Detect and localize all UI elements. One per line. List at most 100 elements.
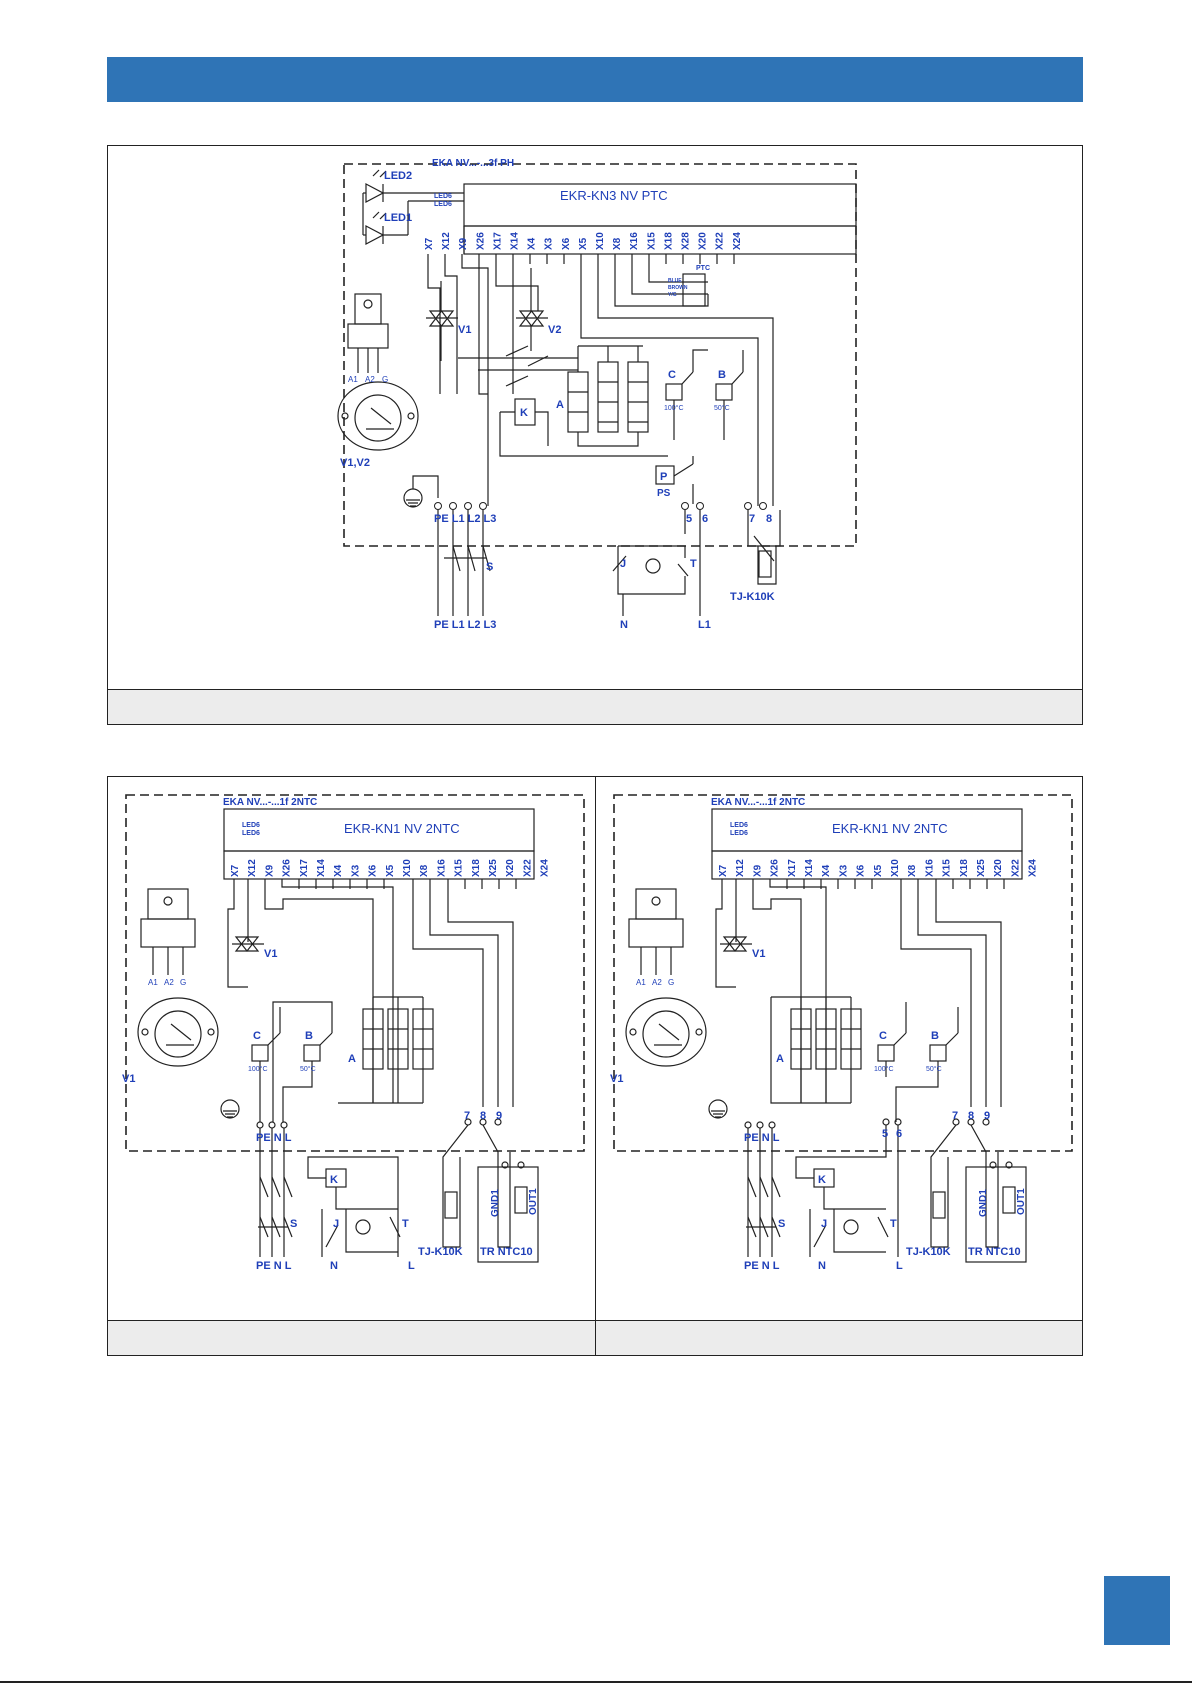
terminal-label: X15 xyxy=(942,859,953,877)
board-label: EKR-KN1 NV 2NTC xyxy=(344,821,460,836)
k-label: K xyxy=(330,1174,338,1186)
led6-label: LED6 xyxy=(242,822,260,829)
caption-bar xyxy=(108,689,1082,724)
terminal-label: X14 xyxy=(510,232,521,250)
terminal-label: X24 xyxy=(540,859,551,877)
c-temp-label: 100°C xyxy=(874,1065,894,1073)
terminal-label: X10 xyxy=(595,232,606,250)
l1-label: L1 xyxy=(698,619,711,631)
v2-label: V2 xyxy=(548,324,561,336)
header-bar xyxy=(107,57,1083,102)
wiring-diagram-3phase: EKA NV...-...3f PH LED2 LED1 LED6 LED6 E… xyxy=(337,158,857,631)
led6-label: LED6 xyxy=(434,201,452,208)
v1v2-label: V1,V2 xyxy=(340,457,370,469)
diagram-panel-3phase: EKA NV...-...3f PH LED2 LED1 LED6 LED6 E… xyxy=(107,145,1083,725)
terminal-label: X8 xyxy=(419,864,430,877)
model-label: EKA NV...-...1f 2NTC xyxy=(223,797,317,808)
terminal-label: X18 xyxy=(471,859,482,877)
terminal-label: X5 xyxy=(873,864,884,877)
terminal-label: X8 xyxy=(907,864,918,877)
wiring-diagram-left: EKA NV...-...1f 2NTC LED6 LED6 EKR-KN1 N… xyxy=(122,794,585,1272)
gnd1-label: GND1 xyxy=(490,1189,501,1217)
brown-label: BROWN xyxy=(668,285,688,291)
sensor-label: TJ-K10K xyxy=(730,591,775,603)
caption-bar xyxy=(596,1320,1082,1355)
terminal-label: X4 xyxy=(333,864,344,877)
terminal-label: X14 xyxy=(316,859,327,877)
switch-j-label: J xyxy=(821,1218,827,1230)
n-label: N xyxy=(330,1260,338,1272)
terminal-label: X24 xyxy=(1028,859,1039,877)
terminal-6-label: 6 xyxy=(896,1128,902,1140)
out1-label: OUT1 xyxy=(528,1188,539,1215)
page-number-box xyxy=(1104,1576,1170,1645)
terminal-label: X12 xyxy=(735,859,746,877)
model-label: EKA NV...-...1f 2NTC xyxy=(711,797,805,808)
terminal-label: X12 xyxy=(247,859,258,877)
pin-a2-label: A2 xyxy=(652,978,662,987)
terminal-label: X18 xyxy=(663,232,674,250)
terminal-label: X10 xyxy=(890,859,901,877)
terminal-label: X17 xyxy=(787,859,798,877)
terminal-8-label: 8 xyxy=(766,513,772,525)
switch-s-label: S xyxy=(778,1218,785,1230)
a-label: A xyxy=(348,1053,356,1065)
pin-a1-label: A1 xyxy=(148,978,158,987)
yg-label: Y/G xyxy=(668,292,677,298)
v1-package-label: V1 xyxy=(122,1073,135,1085)
terminal-8-label: 8 xyxy=(480,1110,486,1122)
b-temp-label: 50°C xyxy=(926,1065,942,1073)
b-label: B xyxy=(718,369,726,381)
terminal-label: X16 xyxy=(924,859,935,877)
terminal-label: X15 xyxy=(454,859,465,877)
terminal-label: X12 xyxy=(441,232,452,250)
a-label: A xyxy=(556,399,564,411)
led6-label: LED6 xyxy=(242,830,260,837)
pin-g-label: G xyxy=(382,375,388,384)
terminal-label: X3 xyxy=(350,864,361,877)
ntc-label: TR NTC10 xyxy=(480,1246,533,1258)
led6-label: LED6 xyxy=(730,830,748,837)
c-temp-label: 100°C xyxy=(248,1065,268,1073)
c-label: C xyxy=(879,1030,887,1042)
terminal-label: X5 xyxy=(578,237,589,250)
board-label: EKR-KN1 NV 2NTC xyxy=(832,821,948,836)
wiring-diagram-right: EKA NV...-...1f 2NTC LED6 LED6 EKR-KN1 N… xyxy=(610,794,1073,1272)
led6-label: LED6 xyxy=(730,822,748,829)
switch-j-label: J xyxy=(333,1218,339,1230)
ptc-label: PTC xyxy=(696,265,710,272)
terminal-label: X17 xyxy=(299,859,310,877)
terminal-label: X25 xyxy=(976,859,987,877)
led6-label: LED6 xyxy=(434,193,452,200)
top-terminals-label: PE N L xyxy=(744,1132,780,1144)
terminal-label: X17 xyxy=(492,232,503,250)
terminal-label: X26 xyxy=(770,859,781,877)
c-label: C xyxy=(253,1030,261,1042)
terminal-label: X16 xyxy=(629,232,640,250)
terminal-label: X9 xyxy=(752,864,763,877)
switch-t-label: T xyxy=(890,1218,897,1230)
model-label: EKA NV...-...3f PH xyxy=(432,158,514,169)
n-label: N xyxy=(620,619,628,631)
terminal-label: X26 xyxy=(475,232,486,250)
blue-label: BLUE xyxy=(668,278,682,284)
pin-g-label: G xyxy=(668,978,674,987)
caption-bar xyxy=(108,1320,595,1355)
led2-label: LED2 xyxy=(384,170,412,182)
board-label: EKR-KN3 NV PTC xyxy=(560,188,668,203)
sensor-label: TJ-K10K xyxy=(906,1246,951,1258)
bottom-terminals-label: PE N L xyxy=(744,1260,780,1272)
ntc-label: TR NTC10 xyxy=(968,1246,1021,1258)
pin-g-label: G xyxy=(180,978,186,987)
terminal-7-label: 7 xyxy=(464,1110,470,1122)
terminal-7-label: 7 xyxy=(749,513,755,525)
b-label: B xyxy=(305,1030,313,1042)
switch-s-label: S xyxy=(290,1218,297,1230)
terminal-9-label: 9 xyxy=(496,1110,502,1122)
v1-label: V1 xyxy=(752,948,765,960)
terminal-label: X9 xyxy=(458,237,469,250)
pin-a1-label: A1 xyxy=(636,978,646,987)
terminal-label: X7 xyxy=(230,864,241,877)
bottom-terminals-label: PE L1 L2 L3 xyxy=(434,619,496,631)
k-label: K xyxy=(520,407,528,419)
